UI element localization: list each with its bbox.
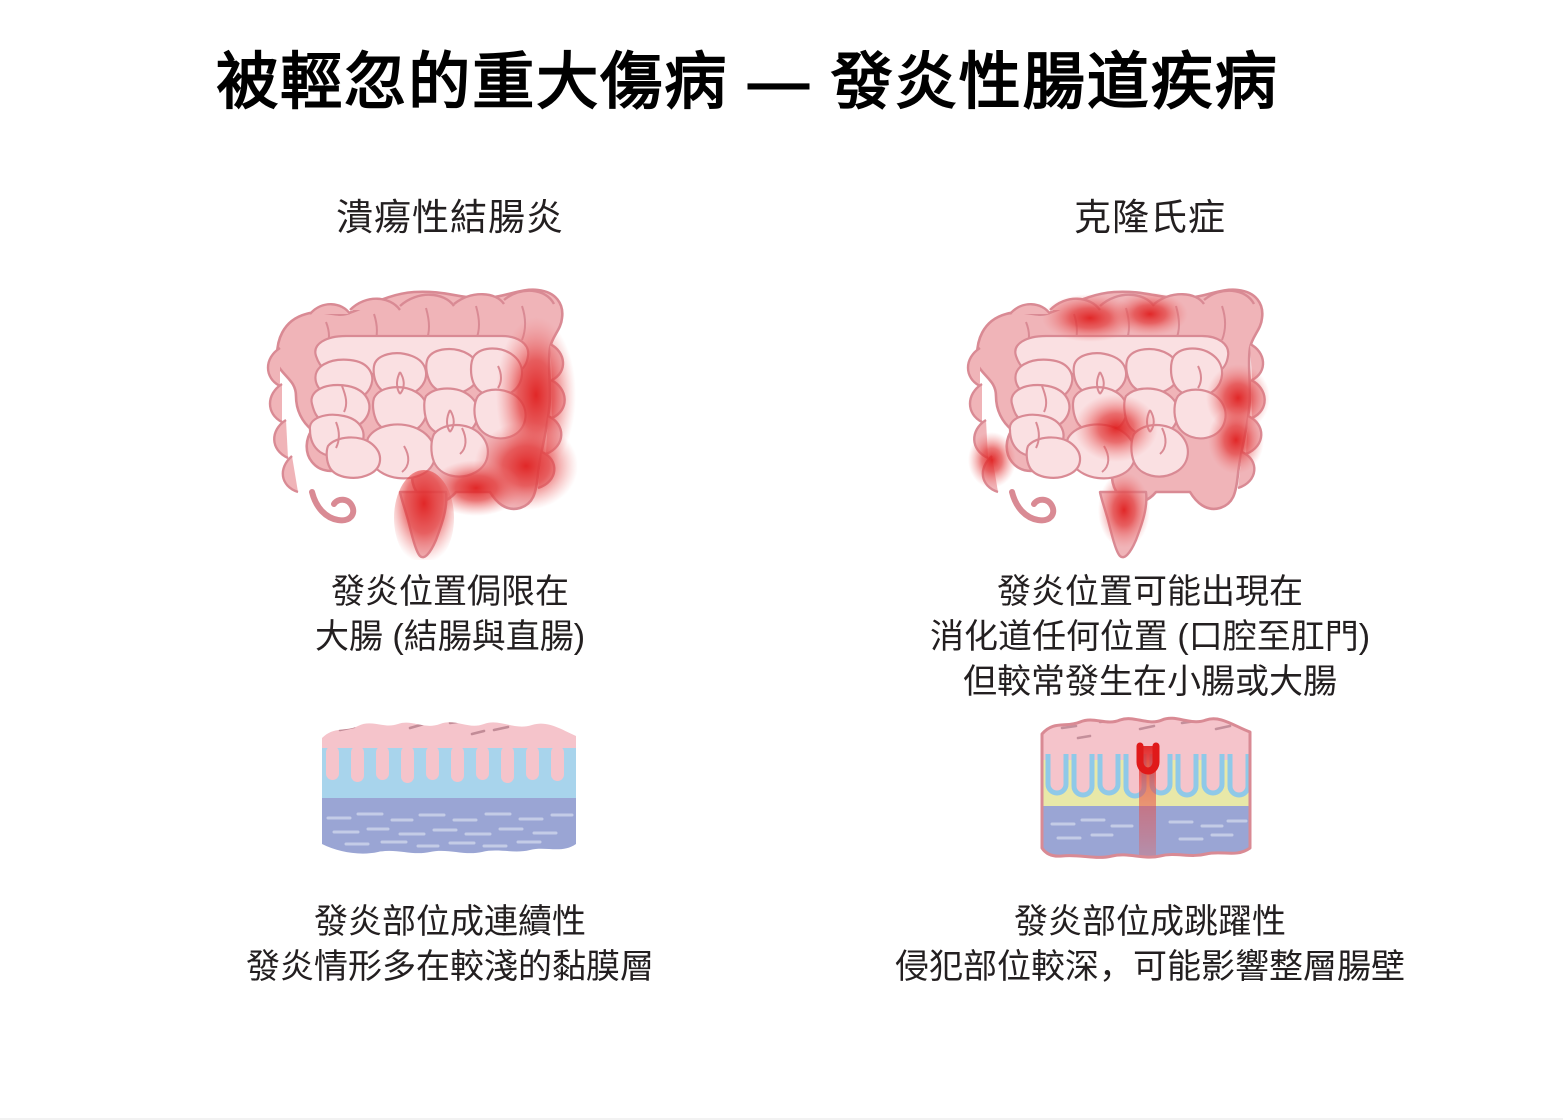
wall-caption-crohns-disease: 發炎部位成跳躍性 侵犯部位較深，可能影響整層腸壁	[895, 900, 1405, 990]
wall-caption-line2: 侵犯部位較深，可能影響整層腸壁	[895, 948, 1405, 987]
location-caption-line2: 消化道任何位置 (口腔至肛門)	[929, 618, 1371, 657]
bowel-wall-layers	[1042, 718, 1250, 858]
wall-caption-line1: 發炎部位成跳躍性	[1014, 903, 1286, 941]
inflammation-overlay-continuous	[394, 317, 578, 560]
wall-column-ulcerative-colitis: 發炎部位成連續性 發炎情形多在較淺的黏膜層	[150, 702, 750, 990]
column-crohns-disease: 克隆氏症	[850, 196, 1450, 706]
column-heading-crohns-disease: 克隆氏症	[1074, 197, 1226, 238]
location-caption-line1: 發炎位置侷限在	[331, 573, 569, 611]
muscle-fiber-texture	[326, 812, 574, 848]
location-caption-line2: 大腸 (結腸與直腸)	[314, 618, 586, 657]
transmural-fissure	[1136, 742, 1160, 858]
small-intestine-shape	[1008, 334, 1230, 480]
bowel-wall-diagram-ulcerative-colitis	[300, 702, 600, 872]
small-intestine-shape	[308, 334, 530, 480]
bowel-wall-diagram-crohns-disease	[1000, 702, 1300, 872]
page-title: 被輕忽的重大傷病 — 發炎性腸道疾病	[216, 48, 1279, 117]
intestine-diagram-crohns-disease	[950, 270, 1350, 560]
bowel-wall-layers	[322, 722, 576, 854]
intestine-diagram-ulcerative-colitis	[250, 270, 650, 560]
mucosal-crypts	[326, 746, 564, 783]
comparison-columns: 潰瘍性結腸炎	[150, 196, 1450, 706]
location-caption-crohns-disease: 發炎位置可能出現在 消化道任何位置 (口腔至肛門) 但較常發生在小腸或大腸	[930, 570, 1370, 706]
location-caption-ulcerative-colitis: 發炎位置侷限在 大腸 (結腸與直腸)	[315, 570, 585, 660]
column-heading-ulcerative-colitis: 潰瘍性結腸炎	[336, 197, 564, 238]
muscle-fiber-texture	[1050, 818, 1248, 841]
location-caption-line1: 發炎位置可能出現在	[997, 573, 1303, 611]
inflammation-overlay-skip-lesions	[968, 292, 1270, 548]
wall-outline	[1040, 716, 1252, 859]
location-caption-line3: 但較常發生在小腸或大腸	[963, 663, 1337, 702]
wall-caption-ulcerative-colitis: 發炎部位成連續性 發炎情形多在較淺的黏膜層	[246, 900, 654, 990]
wall-caption-line1: 發炎部位成連續性	[314, 903, 586, 941]
wall-column-crohns-disease: 發炎部位成跳躍性 侵犯部位較深，可能影響整層腸壁	[850, 702, 1450, 990]
bowel-wall-row: 發炎部位成連續性 發炎情形多在較淺的黏膜層	[150, 702, 1450, 990]
column-ulcerative-colitis: 潰瘍性結腸炎	[150, 196, 750, 706]
wall-caption-line2: 發炎情形多在較淺的黏膜層	[246, 948, 654, 987]
